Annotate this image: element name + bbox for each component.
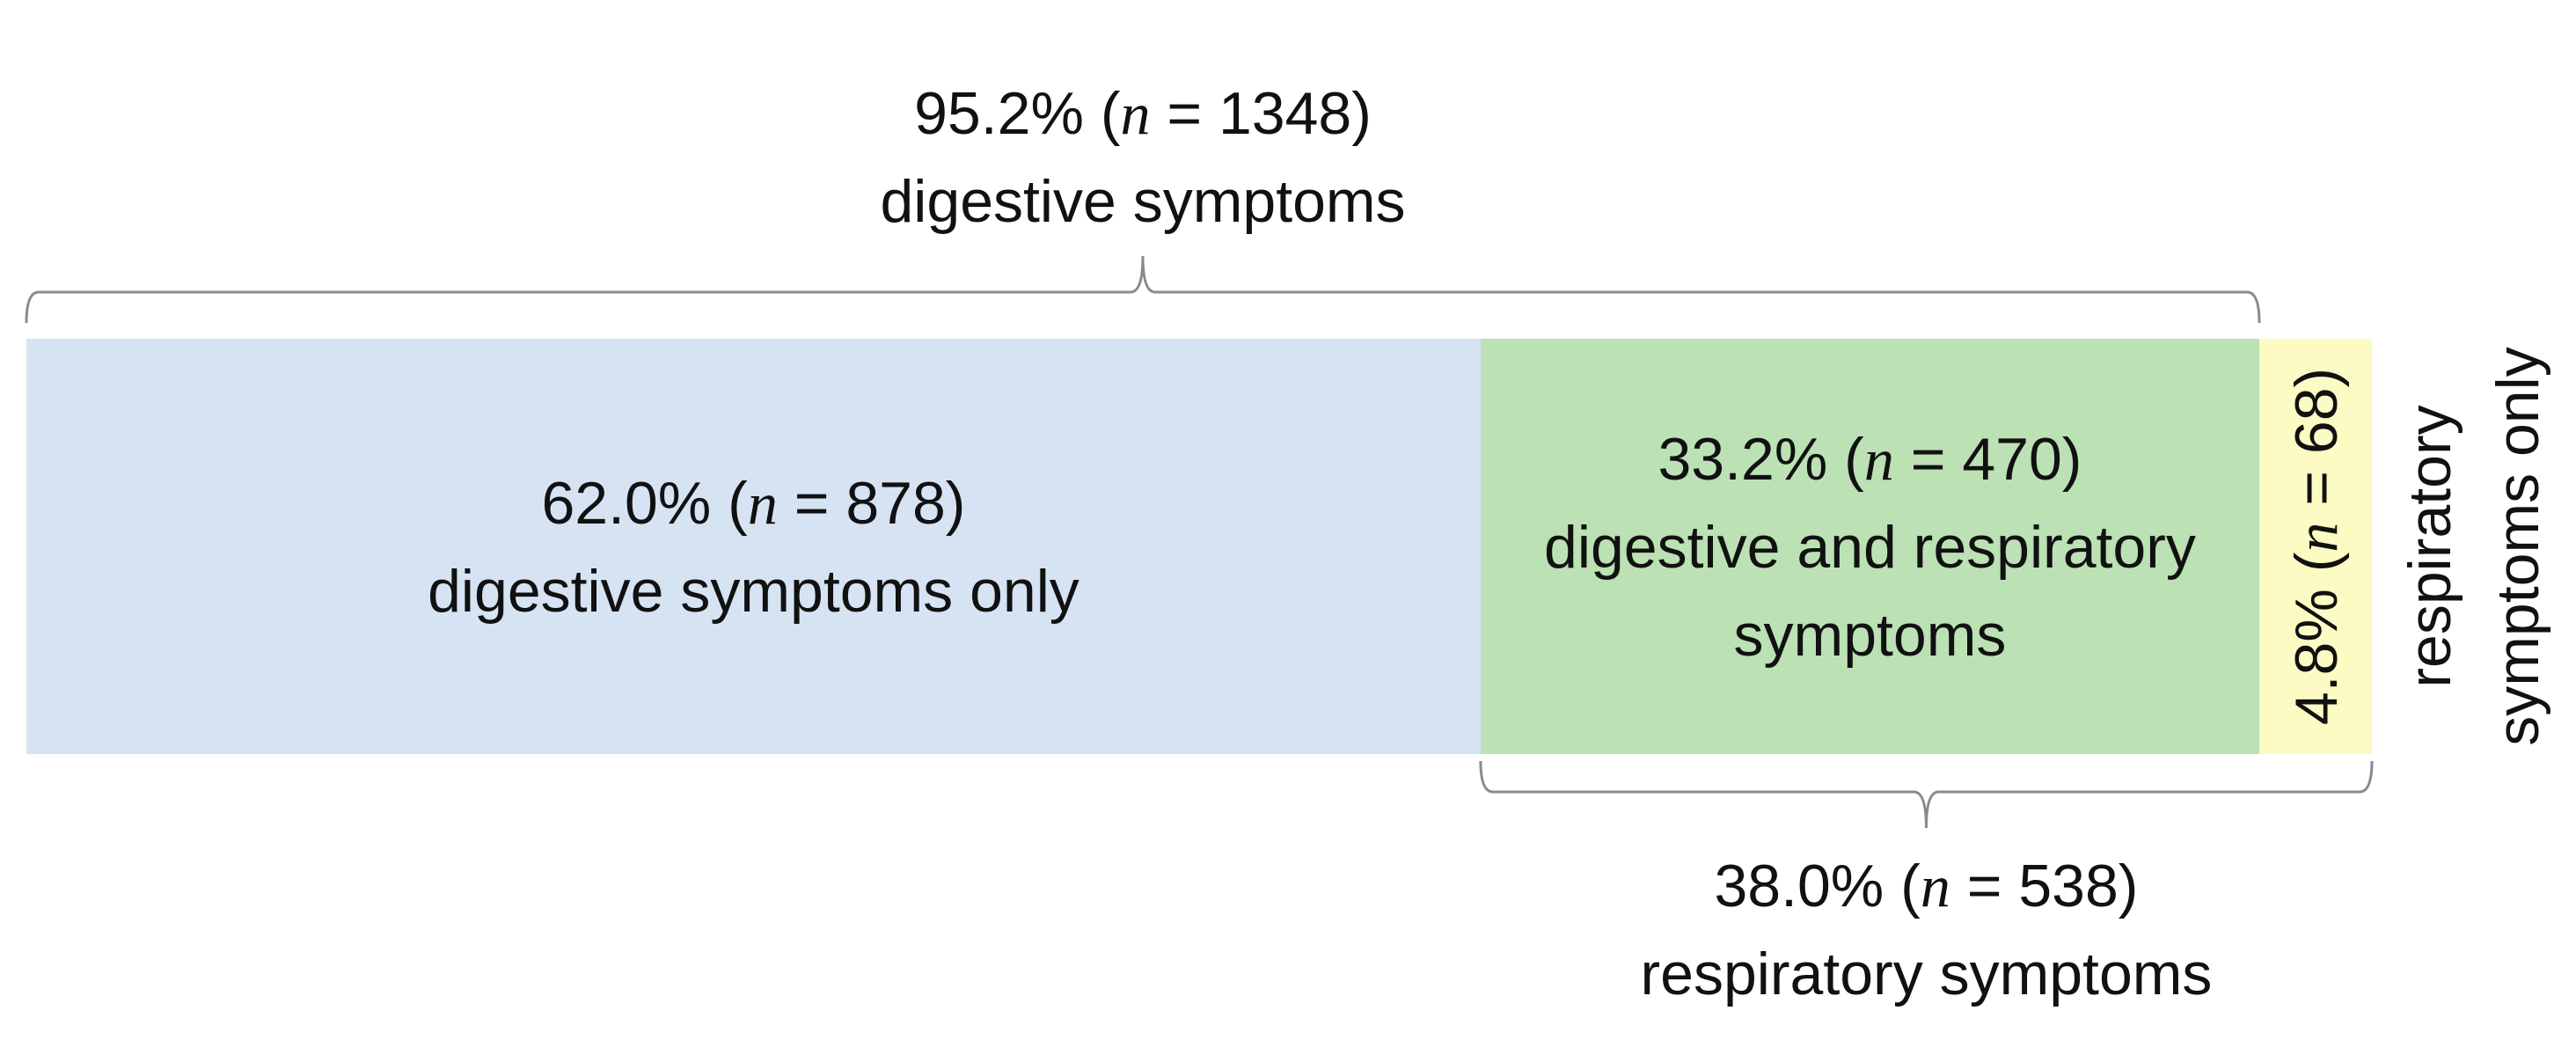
group-value-label-respiratory_total: 38.0% (n = 538) [1714, 853, 2138, 919]
segment-value-label-respiratory_only-equals: = [2283, 454, 2350, 523]
group-digestive_total: 95.2% (n = 1348) digestive symptoms [25, 80, 2261, 324]
segment-value-label-digestive_and_respiratory-paren-close: ) [2062, 426, 2082, 493]
bracket-respiratory_total [1479, 760, 2374, 829]
segment-value-label-respiratory_only: 4.8% (n = 68) [2283, 368, 2350, 725]
segment-value-label-digestive_and_respiratory-percent: 33.2% [1658, 426, 1827, 493]
bar-segment-digestive_only [26, 339, 1481, 754]
segment-value-label-digestive_only-percent: 62.0% [541, 470, 711, 537]
segment-value-label-digestive_and_respiratory-equals: = [1894, 426, 1963, 493]
segment-category-label-respiratory_only-1: symptoms only [2485, 347, 2551, 745]
group-value-label-digestive_total-n-symbol: n [1120, 80, 1150, 147]
segment-value-label-respiratory_only-percent: 4.8% [2283, 589, 2350, 725]
segment-respiratory_only: 4.8% (n = 68) respiratory symptoms only [2259, 339, 2551, 754]
segment-value-label-digestive_and_respiratory-paren-open: ( [1827, 426, 1864, 493]
segment-value-label-digestive_only: 62.0% (n = 878) [541, 470, 965, 537]
segment-value-label-digestive_and_respiratory-n-symbol: n [1864, 426, 1894, 493]
segment-category-label-respiratory_only-0: respiratory [2397, 405, 2463, 687]
group-value-label-respiratory_total-n-value: 538 [2018, 853, 2118, 919]
segment-value-label-digestive_only-paren-close: ) [946, 470, 966, 537]
bar-segment-respiratory_only [2259, 339, 2372, 754]
group-value-label-digestive_total-paren-close: ) [1351, 80, 1372, 147]
bar-segment-digestive_and_respiratory [1480, 339, 2260, 754]
segment-value-label-respiratory_only-n-symbol: n [2283, 523, 2350, 553]
segment-value-label-respiratory_only-paren-close: ) [2283, 368, 2350, 388]
group-value-label-respiratory_total-percent: 38.0% [1714, 853, 1884, 919]
group-value-label-respiratory_total-equals: = [1950, 853, 2019, 919]
segment-digestive_and_respiratory: 33.2% (n = 470) digestive and respiratory… [1480, 339, 2260, 754]
group-value-label-respiratory_total-paren-open: ( [1884, 853, 1921, 919]
segment-category-label-digestive_only-0: digestive symptoms only [428, 558, 1079, 625]
bracket-digestive_total [25, 255, 2261, 324]
group-value-label-digestive_total: 95.2% (n = 1348) [914, 80, 1372, 147]
segment-category-label-digestive_and_respiratory-0: digestive and respiratory [1544, 514, 2196, 581]
group-value-label-respiratory_total-paren-close: ) [2119, 853, 2139, 919]
segment-value-label-respiratory_only-paren-open: ( [2283, 552, 2350, 589]
segment-rotated-value-respiratory_only: 4.8% (n = 68) [2283, 368, 2350, 725]
segment-value-label-digestive_and_respiratory-n-value: 470 [1962, 426, 2061, 493]
segment-value-label-respiratory_only-n-value: 68 [2283, 387, 2350, 454]
group-category-label-digestive_total: digestive symptoms [880, 168, 1405, 235]
group-value-label-digestive_total-paren-open: ( [1084, 80, 1121, 147]
segment-value-label-digestive_only-n-value: 878 [845, 470, 945, 537]
group-value-label-digestive_total-n-value: 1348 [1218, 80, 1351, 147]
group-value-label-digestive_total-percent: 95.2% [914, 80, 1084, 147]
group-category-label-respiratory_total: respiratory symptoms [1640, 941, 2212, 1007]
segment-digestive_only: 62.0% (n = 878) digestive symptoms only [26, 339, 1481, 754]
group-respiratory_total: 38.0% (n = 538) respiratory symptoms [1479, 760, 2374, 1007]
segment-rotated-category-respiratory_only: respiratory symptoms only [2397, 347, 2551, 745]
segment-category-label-digestive_and_respiratory-1: symptoms [1734, 602, 2007, 669]
group-value-label-respiratory_total-n-symbol: n [1921, 853, 1950, 919]
segment-value-label-digestive_only-equals: = [778, 470, 846, 537]
segment-value-label-digestive_only-n-symbol: n [748, 470, 778, 537]
segment-value-label-digestive_only-paren-open: ( [711, 470, 748, 537]
group-value-label-digestive_total-equals: = [1150, 80, 1218, 147]
segment-value-label-digestive_and_respiratory: 33.2% (n = 470) [1658, 426, 2082, 493]
